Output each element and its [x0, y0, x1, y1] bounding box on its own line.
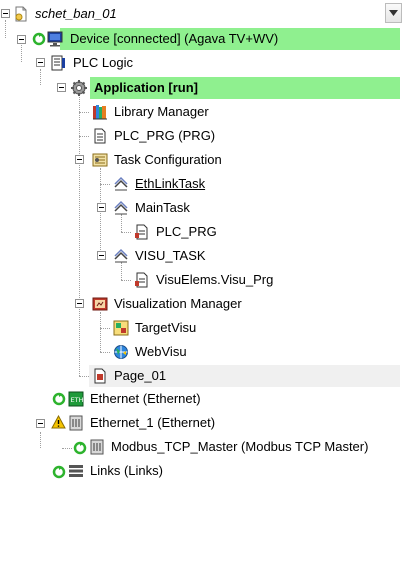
- collapse-toggle[interactable]: [75, 299, 84, 308]
- tree-label[interactable]: WebVisu: [135, 344, 187, 359]
- tree-label[interactable]: MainTask: [135, 200, 190, 215]
- tree-line: [40, 69, 41, 85]
- library-books-icon: [92, 104, 108, 120]
- tree-label: Page_01: [114, 368, 167, 383]
- task-configuration-icon: [92, 152, 108, 168]
- tree-row-project[interactable]: schet_ban_01: [0, 3, 385, 25]
- application-gear-icon: [71, 80, 87, 96]
- tree-line: [121, 214, 122, 232]
- task-icon: [113, 176, 129, 192]
- tree-line: [100, 328, 110, 329]
- tree-row-device[interactable]: [60, 28, 400, 50]
- warning-icon: [51, 414, 66, 429]
- tree-line: [100, 168, 101, 256]
- task-icon: [113, 200, 129, 216]
- tree-line: [21, 45, 22, 62]
- web-visu-icon: [113, 344, 129, 360]
- project-icon: [13, 6, 29, 22]
- tree-line: [40, 432, 41, 448]
- visualization-page-icon: [92, 368, 108, 384]
- tree-line: [5, 20, 6, 38]
- tree-label[interactable]: Modbus_TCP_Master (Modbus TCP Master): [111, 439, 369, 454]
- tree-label[interactable]: Ethernet (Ethernet): [90, 391, 201, 406]
- tree-label[interactable]: Visualization Manager: [114, 296, 242, 311]
- ethernet-device-icon: [68, 415, 84, 431]
- task-icon: [113, 248, 129, 264]
- collapse-toggle[interactable]: [97, 251, 106, 260]
- collapse-toggle[interactable]: [97, 203, 106, 212]
- collapse-toggle[interactable]: [36, 58, 45, 67]
- collapse-toggle[interactable]: [36, 419, 45, 428]
- chevron-down-icon[interactable]: [385, 3, 402, 23]
- links-icon: [68, 463, 84, 479]
- program-call-icon: [134, 272, 150, 288]
- tree-line: [62, 448, 72, 449]
- tree-label[interactable]: Links (Links): [90, 463, 163, 478]
- visualization-manager-icon: [92, 296, 108, 312]
- connected-status-icon: [73, 441, 87, 455]
- connected-status-icon: [52, 465, 66, 479]
- tree-label[interactable]: Library Manager: [114, 104, 209, 119]
- tree-line: [100, 184, 110, 185]
- tree-label: Device [connected] (Agava TV+WV): [70, 31, 279, 46]
- tree-line: [121, 280, 131, 281]
- tree-label[interactable]: PLC_PRG (PRG): [114, 128, 216, 143]
- tree-label[interactable]: TargetVisu: [135, 320, 197, 335]
- tree-label[interactable]: EthLinkTask: [135, 176, 206, 191]
- svg-text:ETH: ETH: [71, 396, 84, 404]
- tree-label[interactable]: PLC Logic: [73, 55, 133, 70]
- plc-logic-icon: [50, 55, 66, 71]
- program-document-icon: [92, 128, 108, 144]
- tree-line: [100, 312, 101, 352]
- connected-status-icon: [32, 32, 46, 46]
- tree-line: [79, 112, 89, 113]
- tree-line: [79, 136, 89, 137]
- tree-line: [121, 232, 131, 233]
- tree-line: [100, 352, 110, 353]
- ethernet-icon: ETH: [68, 391, 84, 407]
- tree-label: schet_ban_01: [35, 6, 117, 21]
- modbus-device-icon: [89, 439, 105, 455]
- target-visu-icon: [113, 320, 129, 336]
- tree-label[interactable]: VISU_TASK: [135, 248, 206, 263]
- collapse-toggle[interactable]: [57, 83, 66, 92]
- tree-line: [79, 376, 89, 377]
- connected-status-icon: [52, 392, 66, 406]
- tree-label[interactable]: VisuElems.Visu_Prg: [156, 272, 274, 287]
- program-call-icon: [134, 224, 150, 240]
- tree-label[interactable]: Task Configuration: [114, 152, 222, 167]
- collapse-toggle[interactable]: [1, 9, 10, 18]
- tree-label[interactable]: PLC_PRG: [156, 224, 217, 239]
- collapse-toggle[interactable]: [17, 35, 26, 44]
- tree-row-application[interactable]: [90, 77, 400, 99]
- tree-line: [79, 94, 80, 376]
- collapse-toggle[interactable]: [75, 155, 84, 164]
- tree-line: [121, 262, 122, 280]
- tree-row-page-01[interactable]: [89, 365, 400, 387]
- device-icon: [47, 31, 63, 47]
- tree-label[interactable]: Ethernet_1 (Ethernet): [90, 415, 216, 430]
- tree-label: Application [run]: [94, 80, 198, 95]
